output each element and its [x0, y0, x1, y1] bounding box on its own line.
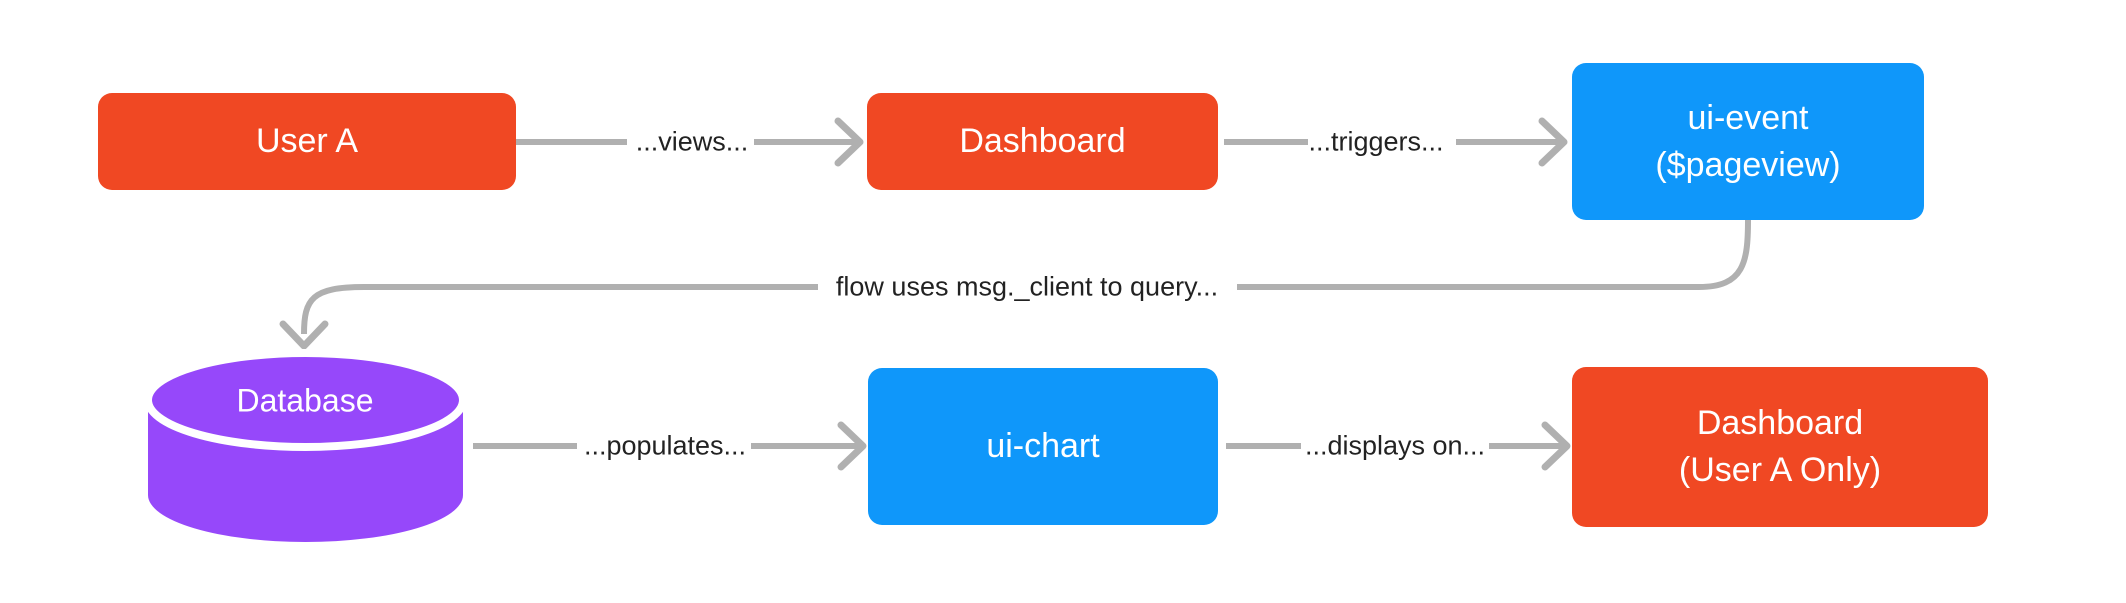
database-cylinder-body	[148, 400, 463, 542]
edge-label-triggers: ...triggers...	[1308, 126, 1444, 157]
edge-label-populates: ...populates...	[583, 430, 747, 461]
node-ui-event-label-line2: ($pageview)	[1655, 145, 1841, 184]
node-user-a-label: User A	[255, 122, 359, 160]
node-database-label: Database	[236, 382, 374, 419]
edge-triggers-arrowhead-icon	[1538, 117, 1568, 167]
node-dashboard-user-a-only: Dashboard (User A Only)	[1572, 367, 1988, 527]
node-user-a: User A	[98, 93, 516, 190]
node-ui-event: ui-event ($pageview)	[1572, 63, 1924, 220]
node-ui-chart: ui-chart	[868, 368, 1218, 525]
node-dashboard-user-a-only-line2: (User A Only)	[1678, 451, 1882, 489]
edge-displays-arrowhead-icon	[1541, 421, 1571, 471]
node-ui-chart-label: ui-chart	[986, 427, 1100, 465]
edge-query-shaft-left	[301, 284, 818, 335]
edge-query-shaft-right	[1237, 219, 1751, 290]
node-dashboard-user-a-only-line1: Dashboard	[1696, 404, 1864, 442]
node-ui-event-label-line1: ui-event	[1687, 98, 1809, 137]
edge-populates-arrowhead-icon	[837, 421, 867, 471]
database-cylinder-top	[144, 349, 467, 451]
edge-label-views: ...views...	[635, 126, 749, 157]
edge-query-arrowhead-icon	[279, 320, 329, 350]
edge-label-query: flow uses msg._client to query...	[835, 271, 1219, 302]
edge-label-displays: ...displays on...	[1304, 430, 1486, 461]
edge-views-arrowhead-icon	[834, 117, 864, 167]
node-database-cylinder-icon	[144, 349, 467, 542]
node-dashboard: Dashboard	[867, 93, 1218, 190]
node-dashboard-label: Dashboard	[959, 122, 1126, 160]
